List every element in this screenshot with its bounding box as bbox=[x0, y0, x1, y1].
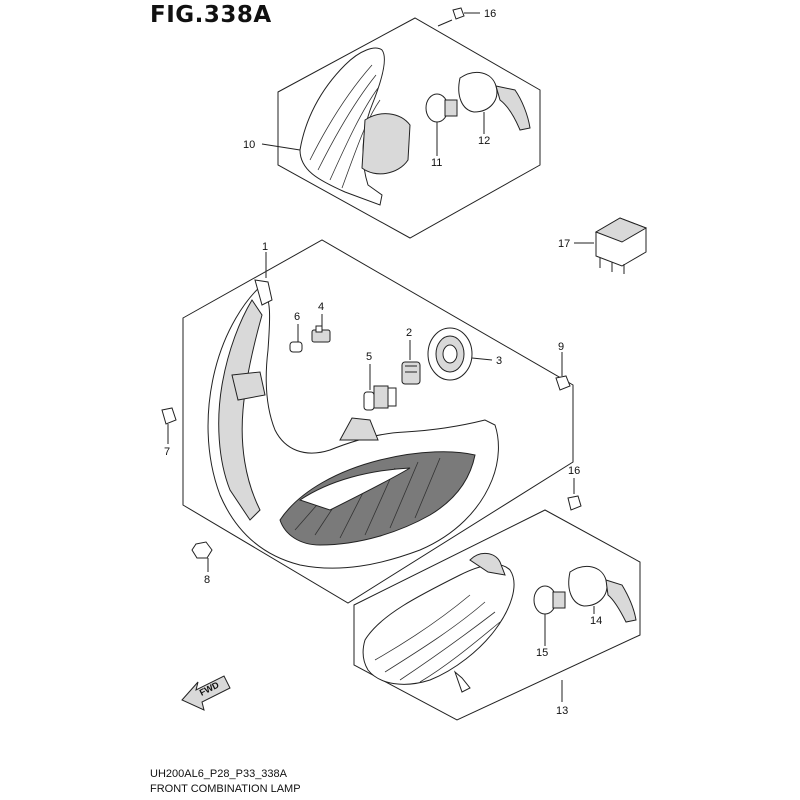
leader-lines bbox=[167, 132, 594, 702]
upper-reflector bbox=[361, 113, 411, 175]
callout-7: 7 bbox=[164, 446, 170, 458]
callout-17: 17 bbox=[558, 238, 570, 250]
nut-8 bbox=[191, 541, 213, 559]
lower-group-outline bbox=[353, 509, 641, 721]
callout-11: 11 bbox=[431, 157, 442, 169]
bulb-socket bbox=[401, 361, 421, 385]
callout-10: 10 bbox=[243, 139, 255, 151]
upper-turn-signal-group bbox=[277, 17, 541, 239]
upper-lens-hatch bbox=[309, 64, 381, 189]
callout-5: 5 bbox=[366, 351, 372, 363]
fwd-arrow: FWD bbox=[181, 675, 231, 711]
headlamp-reflector-highlight bbox=[298, 467, 411, 511]
position-bulb bbox=[289, 341, 303, 353]
callout-9: 9 bbox=[558, 341, 564, 353]
rubber-cover bbox=[427, 327, 473, 381]
headlamp-lens-dark bbox=[279, 451, 476, 546]
position-bulb-socket bbox=[311, 325, 331, 343]
headlamp-side-bracket bbox=[231, 371, 266, 401]
screw-16-lower bbox=[567, 495, 582, 511]
callout-13: 13 bbox=[556, 705, 568, 717]
callout-12: 12 bbox=[478, 135, 490, 147]
lower-lens-hatch bbox=[374, 594, 501, 683]
lower-mount-tab bbox=[469, 553, 506, 576]
headlamp-socket-mount bbox=[339, 417, 379, 441]
screw-9 bbox=[555, 375, 571, 391]
callout-3: 3 bbox=[496, 355, 502, 367]
upper-socket bbox=[458, 71, 531, 132]
upper-group-outline bbox=[277, 17, 541, 239]
screw-16-top bbox=[437, 7, 480, 27]
callout-15: 15 bbox=[536, 647, 548, 659]
figure-title: FIG.338A bbox=[150, 2, 272, 28]
headlamp-top-bracket bbox=[254, 279, 273, 306]
callout-16-top: 16 bbox=[484, 8, 496, 20]
lower-turn-signal-group bbox=[353, 509, 641, 721]
lower-bulb bbox=[533, 585, 566, 640]
lower-lens-housing bbox=[362, 564, 515, 685]
grommet-7 bbox=[161, 407, 177, 425]
callout-numbers: 1 2 3 4 5 6 7 8 9 10 11 12 13 14 15 16 1… bbox=[164, 8, 602, 717]
callout-8: 8 bbox=[204, 574, 210, 586]
headlamp-bulb bbox=[363, 385, 397, 411]
callout-2: 2 bbox=[406, 327, 412, 339]
diagram-caption: FRONT COMBINATION LAMP bbox=[150, 783, 301, 795]
callout-1: 1 bbox=[262, 241, 268, 253]
headlamp-group-outline bbox=[182, 239, 574, 604]
lower-socket bbox=[568, 565, 637, 623]
headlamp-group bbox=[182, 239, 574, 604]
callout-14: 14 bbox=[590, 615, 602, 627]
lower-bottom-tab bbox=[453, 670, 471, 693]
turn-signal-relay bbox=[594, 217, 648, 274]
diagram-code: UH200AL6_P28_P33_338A bbox=[150, 768, 288, 780]
callout-16-lower: 16 bbox=[568, 465, 580, 477]
callout-4: 4 bbox=[318, 301, 324, 313]
upper-bulb bbox=[425, 93, 458, 140]
callout-6: 6 bbox=[294, 311, 300, 323]
